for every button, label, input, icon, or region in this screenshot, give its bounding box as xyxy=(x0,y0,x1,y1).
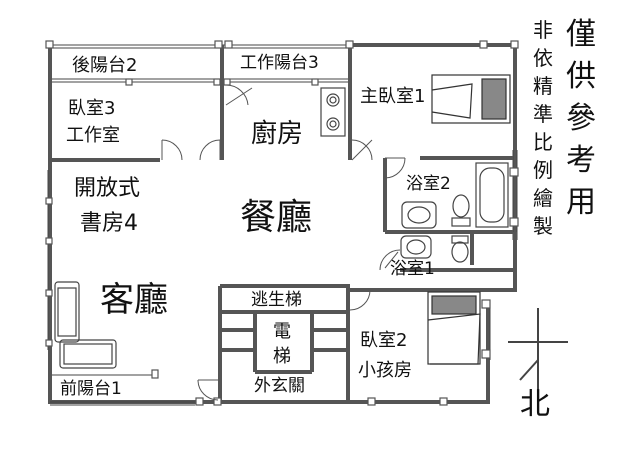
north-label: 北 xyxy=(520,387,550,422)
note-char: 精 xyxy=(533,74,553,98)
note-char: 參 xyxy=(566,101,596,136)
room-label-workroom: 工作室 xyxy=(66,125,120,146)
bathtub-icon xyxy=(475,162,509,228)
note-char: 準 xyxy=(533,102,553,126)
note-char: 繪 xyxy=(533,186,553,210)
room-label-stairs: 逃生梯 xyxy=(251,290,302,310)
room-label-study4: 書房4 xyxy=(80,211,138,236)
room-label-bedroom3: 臥室3 xyxy=(68,98,116,119)
room-label-bedroom2: 臥室2 xyxy=(360,330,408,351)
note-char: 依 xyxy=(533,46,553,70)
room-label-rear-balcony: 後陽台2 xyxy=(72,55,138,76)
kids-bed-icon xyxy=(427,291,481,365)
note-char: 非 xyxy=(533,18,553,42)
sofa-icon xyxy=(54,281,117,369)
note-char: 僅 xyxy=(566,17,596,52)
disclaimer-note-left: 非 依 精 準 比 例 繪 製 xyxy=(533,20,553,244)
room-label-kids-room: 小孩房 xyxy=(358,360,412,381)
wall-posts xyxy=(45,40,519,406)
room-label-living: 客廳 xyxy=(100,280,168,320)
room-label-bath1: 浴室1 xyxy=(390,259,435,279)
room-label-dining: 餐廳 xyxy=(240,197,313,238)
window-lines xyxy=(47,44,518,406)
room-label-elevator-bottom: 梯 xyxy=(273,346,291,367)
room-label-bath2: 浴室2 xyxy=(406,174,451,194)
note-char: 考 xyxy=(566,143,596,178)
note-char: 比 xyxy=(533,130,553,154)
interior-walls xyxy=(48,45,517,402)
note-char: 用 xyxy=(566,185,596,220)
note-char: 製 xyxy=(533,214,553,238)
stove-icon xyxy=(320,87,346,137)
room-label-service-balcony: 工作陽台3 xyxy=(240,53,319,73)
note-char: 供 xyxy=(566,59,596,94)
room-label-kitchen: 廚房 xyxy=(251,119,304,149)
disclaimer-note-right: 僅 供 參 考 用 xyxy=(566,20,596,230)
compass-icon xyxy=(508,308,568,390)
bath2-fixtures xyxy=(401,194,471,229)
note-char: 例 xyxy=(533,158,553,182)
doors xyxy=(161,84,406,401)
master-bed-icon xyxy=(431,74,511,124)
room-label-elevator-top: 電 xyxy=(273,321,291,342)
bath1-fixtures xyxy=(400,235,469,263)
room-label-open-study: 開放式 xyxy=(74,176,141,201)
room-label-front-balcony: 前陽台1 xyxy=(60,379,122,399)
room-label-entry: 外玄關 xyxy=(254,376,305,396)
room-label-master-bedroom: 主臥室1 xyxy=(360,86,426,107)
